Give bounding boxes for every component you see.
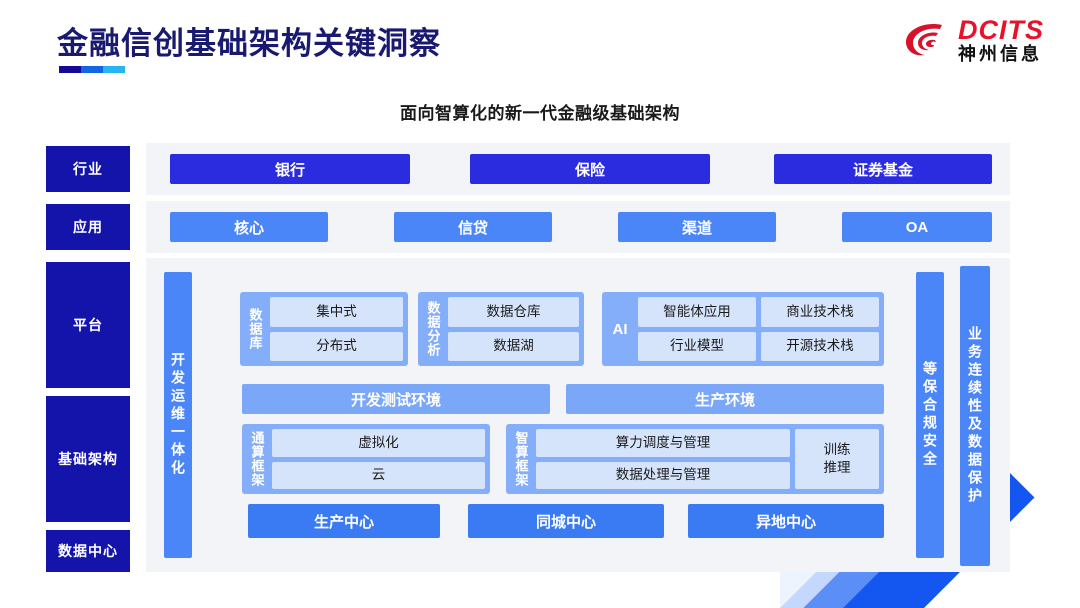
application-item-core[interactable]: 核心: [170, 212, 328, 242]
column-devops[interactable]: 开发运维一体化: [164, 272, 192, 558]
group-general-compute-label: 通算框架: [249, 431, 265, 487]
chip-distributed[interactable]: 分布式: [270, 331, 403, 361]
industry-band: 银行 保险 证券基金: [146, 143, 1010, 195]
chip-commercial-stack[interactable]: 商业技术栈: [761, 297, 879, 327]
chip-compute-scheduling[interactable]: 算力调度与管理: [536, 429, 790, 457]
application-item-channel[interactable]: 渠道: [618, 212, 776, 242]
group-ai[interactable]: AI 智能体应用 商业技术栈 行业模型 开源技术栈: [602, 292, 884, 366]
logo-text-en: DCITS: [958, 15, 1044, 46]
slide-header: 金融信创基础架构关键洞察 DCITS 神州信息: [0, 0, 1080, 92]
rail-item-infrastructure[interactable]: 基础架构: [46, 396, 130, 522]
group-data-analytics-label: 数据分析: [425, 301, 441, 357]
industry-item-securities[interactable]: 证券基金: [774, 154, 992, 184]
chip-data-processing[interactable]: 数据处理与管理: [536, 461, 790, 489]
application-band: 核心 信贷 渠道 OA: [146, 201, 1010, 253]
application-item-oa[interactable]: OA: [842, 212, 992, 242]
group-intelligent-compute[interactable]: 智算框架 算力调度与管理 数据处理与管理 训练 推理: [506, 424, 884, 494]
chip-centralized[interactable]: 集中式: [270, 297, 403, 327]
group-database-label: 数据库: [247, 308, 263, 350]
chip-training-label: 训练: [823, 441, 851, 457]
chip-opensource-stack[interactable]: 开源技术栈: [761, 331, 879, 361]
chip-data-lake[interactable]: 数据湖: [448, 331, 579, 361]
group-ai-label: AI: [612, 320, 628, 338]
chip-virtualization[interactable]: 虚拟化: [272, 429, 485, 457]
application-item-credit[interactable]: 信贷: [394, 212, 552, 242]
page-title: 金融信创基础架构关键洞察: [57, 26, 441, 61]
industry-item-bank[interactable]: 银行: [170, 154, 410, 184]
chip-industry-model[interactable]: 行业模型: [638, 331, 756, 361]
industry-item-insurance[interactable]: 保险: [470, 154, 710, 184]
dc-metro-center[interactable]: 同城中心: [468, 504, 664, 538]
group-general-compute[interactable]: 通算框架 虚拟化 云: [242, 424, 490, 494]
group-database[interactable]: 数据库 集中式 分布式: [240, 292, 408, 366]
chip-inference-label: 推理: [823, 460, 851, 475]
chip-cloud[interactable]: 云: [272, 461, 485, 489]
title-underline: [59, 66, 125, 73]
rail-item-datacenter[interactable]: 数据中心: [46, 530, 130, 572]
rail-item-platform[interactable]: 平台: [46, 262, 130, 388]
chip-training-inference[interactable]: 训练 推理: [795, 429, 879, 489]
chip-data-warehouse[interactable]: 数据仓库: [448, 297, 579, 327]
rail-item-industry[interactable]: 行业: [46, 146, 130, 192]
column-security[interactable]: 等保合规安全: [916, 272, 944, 558]
dc-production-center[interactable]: 生产中心: [248, 504, 440, 538]
brand-logo: DCITS 神州信息: [902, 16, 1044, 64]
rail-item-application[interactable]: 应用: [46, 204, 130, 250]
chip-agent-application[interactable]: 智能体应用: [638, 297, 756, 327]
column-business-continuity[interactable]: 业务连续性及数据保护: [960, 266, 990, 566]
logo-text-cn: 神州信息: [958, 43, 1042, 64]
dc-remote-center[interactable]: 异地中心: [688, 504, 884, 538]
env-dev-test[interactable]: 开发测试环境: [242, 384, 550, 414]
group-intelligent-compute-label: 智算框架: [513, 431, 529, 487]
page-subtitle: 面向智算化的新一代金融级基础架构: [400, 104, 680, 123]
group-data-analytics[interactable]: 数据分析 数据仓库 数据湖: [418, 292, 584, 366]
swirl-logo-icon: [902, 16, 950, 64]
env-production[interactable]: 生产环境: [566, 384, 884, 414]
